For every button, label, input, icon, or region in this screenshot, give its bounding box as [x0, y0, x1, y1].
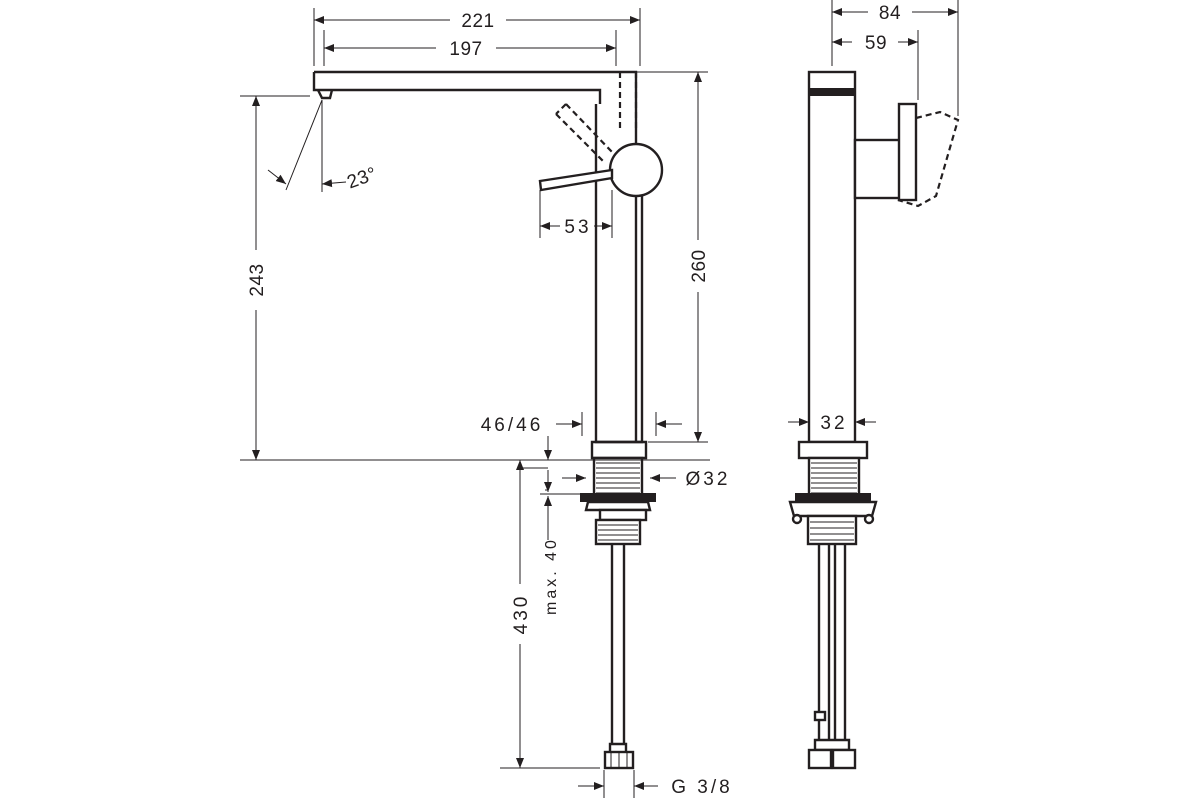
front-lever — [538, 142, 664, 198]
dim-total-height: 260 — [689, 249, 710, 282]
dim-spout-angle: 23° — [344, 163, 380, 193]
dim-spout-height: 243 — [247, 263, 268, 296]
front-view — [312, 70, 664, 770]
side-thread — [788, 456, 878, 546]
dim-thread-diameter: Ø32 — [686, 469, 731, 490]
side-lever — [853, 102, 960, 208]
dimension-labels: 221 197 23° 53 243 260 46/46 Ø32 max. 40… — [247, 3, 901, 798]
dim-hose-length: 430 — [511, 594, 532, 635]
front-body — [590, 104, 648, 460]
dim-side-depth-total: 84 — [879, 3, 901, 24]
side-body — [797, 70, 869, 460]
dim-lever-length: 53 — [564, 217, 591, 238]
dim-max-counter-thickness: max. 40 — [543, 537, 560, 615]
side-view — [788, 70, 960, 770]
dim-spout-reach: 197 — [449, 39, 482, 60]
front-spout-dashed — [618, 72, 638, 128]
side-hoses — [807, 544, 857, 770]
dim-side-body-width: 32 — [820, 413, 847, 434]
dim-hose-connection: G 3/8 — [671, 777, 732, 798]
dim-side-depth-body: 59 — [865, 33, 887, 54]
front-lever-dashed — [555, 103, 613, 163]
dim-base-width: 46/46 — [481, 415, 544, 436]
front-thread — [580, 456, 656, 546]
front-hose — [603, 544, 635, 770]
dim-overall-reach: 221 — [461, 11, 494, 32]
dimension-lines — [240, 0, 959, 798]
